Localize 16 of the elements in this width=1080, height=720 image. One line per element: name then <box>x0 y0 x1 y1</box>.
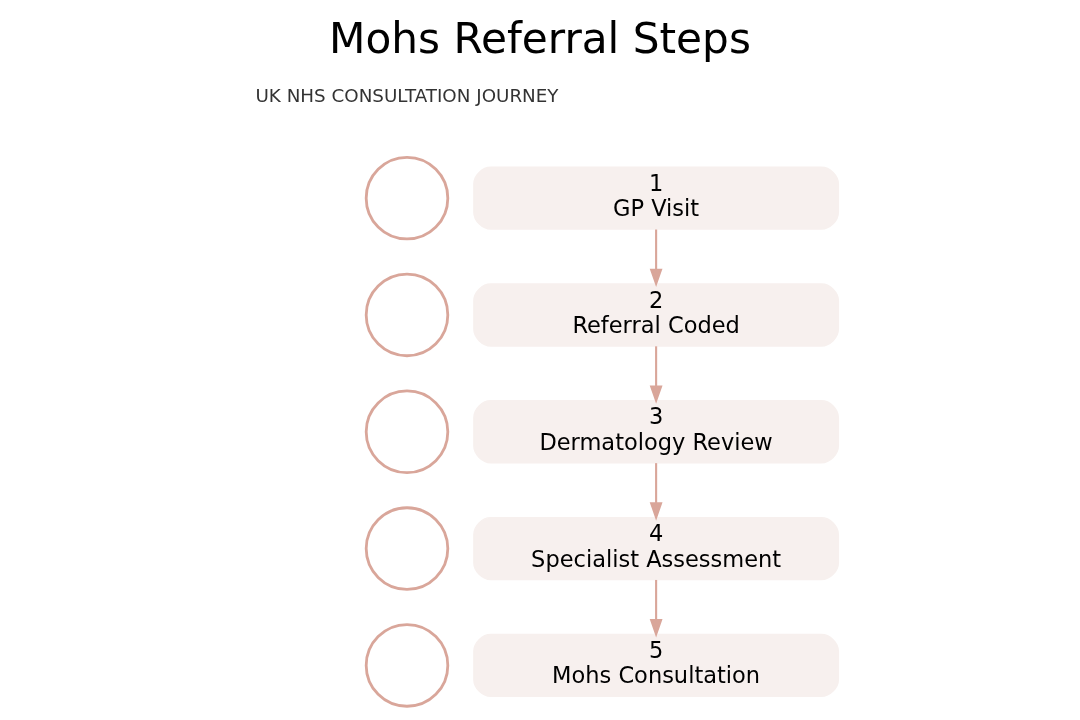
arrow <box>649 229 663 287</box>
diagram-title: Mohs Referral Steps <box>329 14 751 64</box>
node-box: 4 Specialist Assessment <box>473 516 840 581</box>
node-circle <box>364 272 450 358</box>
node-circle <box>364 623 450 708</box>
node-box: 1 GP Visit <box>473 166 840 230</box>
arrow <box>649 346 663 404</box>
node-box: 3 Dermatology Review <box>473 400 840 464</box>
arrow <box>649 463 663 521</box>
label: UK NHS CONSULTATION JOURNEY <box>255 84 559 106</box>
node-box: 5 Mohs Consultation <box>473 633 840 698</box>
node-circle <box>364 506 450 591</box>
node-circle <box>364 389 450 474</box>
node-box: 2 Referral Coded <box>473 283 840 347</box>
node-circle <box>364 155 450 241</box>
arrow <box>649 579 663 638</box>
